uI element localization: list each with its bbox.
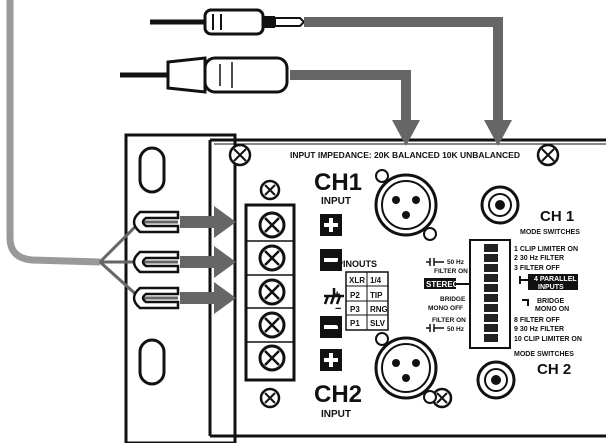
terminal-screw-icon (258, 244, 286, 272)
ch2-mode-title: CH 2 (537, 361, 571, 378)
quarter-inch-jack-ch2-icon (476, 360, 516, 400)
mode-stereo-label: STEREO (426, 280, 459, 289)
terminal-screw-icon (258, 344, 286, 372)
pinout-header-trs: 1/4 (370, 276, 382, 285)
mode-item: 8 FILTER OFF (514, 317, 560, 324)
xlr-jack-ch2-icon (374, 332, 438, 404)
pinout-header-xlr: XLR (349, 276, 365, 285)
quarter-inch-jack-ch1-icon (480, 185, 520, 225)
mode-item: 9 30 Hz FILTER (514, 326, 564, 333)
pinout-xlr: P2 (350, 291, 360, 300)
pinout-sym: − (335, 303, 341, 315)
minus-terminal-icon (320, 249, 342, 271)
pinouts-table: XLR 1/4 + P2 TIP − P3 RNG ⏚ P1 SLV (334, 271, 389, 331)
ground-terminal-icon (323, 288, 344, 305)
mode-item: 10 CLIP LIMITER ON (514, 336, 582, 343)
rack-slot-bottom (138, 338, 166, 386)
pinout-xlr: P1 (350, 319, 360, 328)
filter-cap-icon (426, 258, 444, 266)
mode-item: 2 30 Hz FILTER (514, 255, 564, 262)
xlr-plug-icon (120, 56, 289, 94)
ch1-mode-sub: MODE SWITCHES (520, 229, 580, 236)
terminal-screw-icon (258, 311, 286, 339)
arrow-down-icon (290, 70, 420, 146)
plus-terminal-icon (320, 349, 342, 371)
mode-item: BRIDGE (537, 298, 565, 305)
ch1-mode-title: CH 1 (540, 208, 574, 225)
mode-filter-on-top: FILTER ON (434, 268, 468, 275)
arrow-right-icon (180, 206, 236, 238)
xlr-jack-ch1-icon (374, 169, 438, 241)
mode-item: MONO ON (535, 306, 569, 313)
panel-screw-icon (259, 179, 281, 201)
trs-plug-icon (150, 8, 306, 36)
pinout-xlr: P3 (350, 305, 360, 314)
parallel-inputs-badge (528, 274, 578, 290)
pinout-trs: RNG (370, 305, 388, 314)
terminal-screw-icon (258, 211, 286, 239)
panel-screw-icon (228, 143, 252, 167)
ch1-title: CH1 (314, 169, 362, 196)
ch1-input-label: INPUT (321, 196, 351, 207)
pinout-trs: SLV (370, 319, 386, 328)
panel-screw-icon (259, 387, 281, 409)
input-impedance-label: INPUT IMPEDANCE: 20K BALANCED 10K UNBALA… (290, 150, 520, 160)
plus-terminal-icon (320, 214, 342, 236)
pinout-sym: + (334, 289, 340, 301)
stereo-badge (424, 278, 456, 289)
pinout-trs: TIP (370, 291, 383, 300)
mode-filter-on-bottom: FILTER ON (432, 317, 466, 324)
panel-screw-icon (536, 143, 560, 167)
spade-lug-icon (132, 286, 180, 310)
mode-filter-bottom: 50 Hz (447, 326, 465, 333)
spade-lug-icon (132, 250, 180, 274)
arrow-right-icon (180, 246, 236, 278)
pinout-sym: ⏚ (334, 318, 343, 328)
speaker-cable (6, 0, 101, 266)
mode-item: INPUTS (538, 284, 564, 291)
dip-switch-bank[interactable] (469, 239, 511, 349)
mode-item: 1 CLIP LIMITER ON (514, 246, 578, 253)
rack-slot-top (138, 146, 166, 194)
minus-terminal-icon (320, 316, 342, 338)
filter-cap-icon (426, 324, 444, 332)
mode-bridge-label: BRIDGE (440, 296, 466, 303)
ch2-title: CH2 (314, 381, 362, 408)
arrow-right-icon (180, 282, 236, 314)
spade-lug-icon (132, 210, 180, 234)
mode-item: 4 PARALLEL (534, 276, 577, 283)
mode-item: 3 FILTER OFF (514, 265, 560, 272)
mode-filter-top: 50 Hz (447, 259, 465, 266)
arrow-down-icon (304, 17, 512, 146)
ch2-mode-sub: MODE SWITCHES (514, 351, 574, 358)
mode-mono-off-label: MONO OFF (428, 305, 463, 312)
pinouts-title: PINOUTS (337, 259, 377, 269)
ch2-input-label: INPUT (321, 409, 351, 420)
terminal-screw-icon (258, 278, 286, 306)
